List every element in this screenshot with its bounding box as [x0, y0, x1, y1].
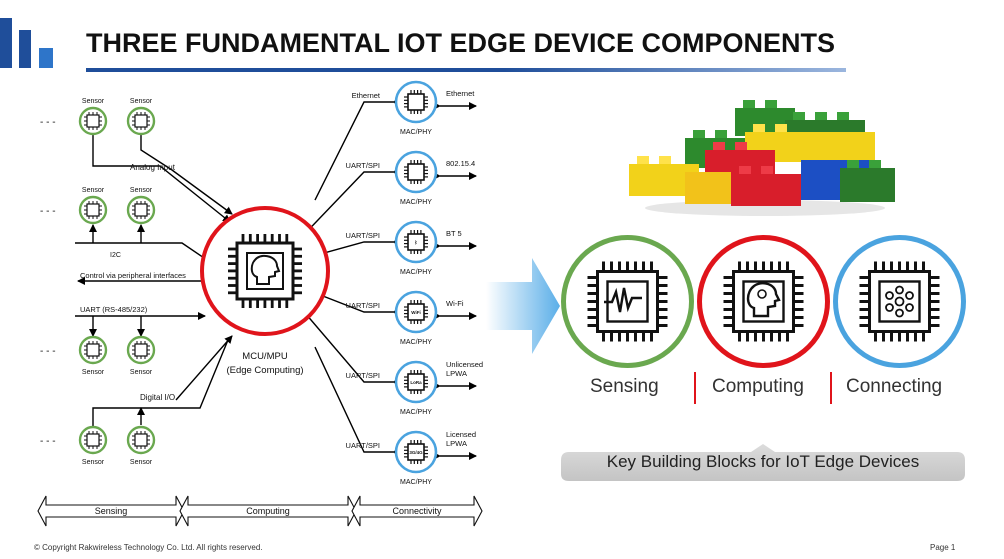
mac-phy-label: MAC/PHY	[400, 199, 432, 206]
page-number: Page 1	[930, 543, 956, 552]
flow-arrow	[486, 258, 560, 354]
mac-phy-label: MAC/PHY	[400, 339, 432, 346]
sensor-label: Sensor	[130, 459, 153, 466]
protocol-label: LPWA	[446, 369, 467, 378]
protocol-label: 802.15.4	[446, 159, 475, 168]
sensor-label: Sensor	[130, 98, 153, 105]
sensor-node	[126, 195, 156, 225]
sensor-label: Sensor	[82, 187, 105, 194]
sensor-label: Sensor	[82, 459, 105, 466]
page-title: THREE FUNDAMENTAL IOT EDGE DEVICE COMPON…	[86, 28, 836, 58]
protocol-label: BT 5	[446, 229, 462, 238]
divider-1	[694, 372, 696, 404]
more-sensors-ellipsis: - - -	[40, 206, 56, 217]
tagline-text: Key Building Blocks for IoT Edge Devices	[606, 452, 920, 471]
component-label-sensing: Sensing	[590, 376, 659, 397]
tagline-banner	[561, 444, 965, 481]
interface-label: UART/SPI	[346, 441, 380, 450]
protocol-label: LPWA	[446, 439, 467, 448]
stage-connectivity	[351, 495, 483, 527]
stage-computing-label: Computing	[246, 506, 290, 516]
sensor-label: Sensor	[82, 369, 105, 376]
mac-phy-label: MAC/PHY	[400, 129, 432, 136]
mac-phy-label: MAC/PHY	[400, 479, 432, 486]
component-label-connecting: Connecting	[846, 376, 943, 397]
sensor-label: Sensor	[130, 187, 153, 194]
sensor-label: Sensor	[82, 98, 105, 105]
digital-io-label: Digital I/O	[140, 393, 175, 402]
logo-bar-3	[39, 48, 53, 68]
sensor-node	[78, 195, 108, 225]
sensor-node	[78, 425, 108, 455]
sensor-node	[126, 106, 156, 136]
title-underline	[86, 68, 846, 72]
interface-label: UART/SPI	[346, 371, 380, 380]
stage-connectivity-label: Connectivity	[392, 506, 442, 516]
stage-sensing-label: Sensing	[95, 506, 128, 516]
mcu-label-1: MCU/MPU	[242, 351, 288, 362]
sensor-node	[78, 106, 108, 136]
svg-text:3G/4G: 3G/4G	[409, 450, 423, 455]
protocol-label: Licensed	[446, 430, 476, 439]
protocol-label: Wi-Fi	[446, 299, 464, 308]
mac-phy-label: MAC/PHY	[400, 409, 432, 416]
mac-phy-label: MAC/PHY	[400, 269, 432, 276]
sensor-node	[126, 425, 156, 455]
lego-bricks-image	[629, 100, 895, 216]
divider-2	[830, 372, 832, 404]
computing-chip-icon	[697, 235, 830, 368]
control-label: Control via peripheral interfaces	[80, 271, 186, 280]
sensor-label: Sensor	[130, 369, 153, 376]
sensor-node	[126, 335, 156, 365]
svg-text:LoRa: LoRa	[410, 380, 422, 385]
interface-label: UART/SPI	[346, 301, 380, 310]
logo-bar-1	[0, 18, 12, 68]
protocol-label: Unlicensed	[446, 360, 483, 369]
interface-label: UART/SPI	[346, 161, 380, 170]
interface-label: Ethernet	[352, 91, 381, 100]
svg-text:WiFi: WiFi	[411, 310, 420, 315]
sensing-chip-icon	[561, 235, 694, 368]
protocol-label: Ethernet	[446, 89, 475, 98]
copyright-text: © Copyright Rakwireless Technology Co. L…	[34, 543, 263, 552]
mcu-label-2: (Edge Computing)	[226, 365, 303, 376]
connecting-chip-icon	[833, 235, 966, 368]
i2c-label: I2C	[110, 252, 121, 259]
component-label-computing: Computing	[712, 376, 804, 397]
more-sensors-ellipsis: - - -	[40, 436, 56, 447]
more-sensors-ellipsis: - - -	[40, 346, 56, 357]
logo-bar-2	[19, 30, 31, 68]
more-sensors-ellipsis: - - -	[40, 117, 56, 128]
interface-label: UART/SPI	[346, 231, 380, 240]
svg-text:ᛒ: ᛒ	[415, 240, 418, 245]
uart-rs-label: UART (RS-485/232)	[80, 305, 148, 314]
sensor-node	[78, 335, 108, 365]
analog-input-label: Analog Input	[130, 163, 176, 172]
